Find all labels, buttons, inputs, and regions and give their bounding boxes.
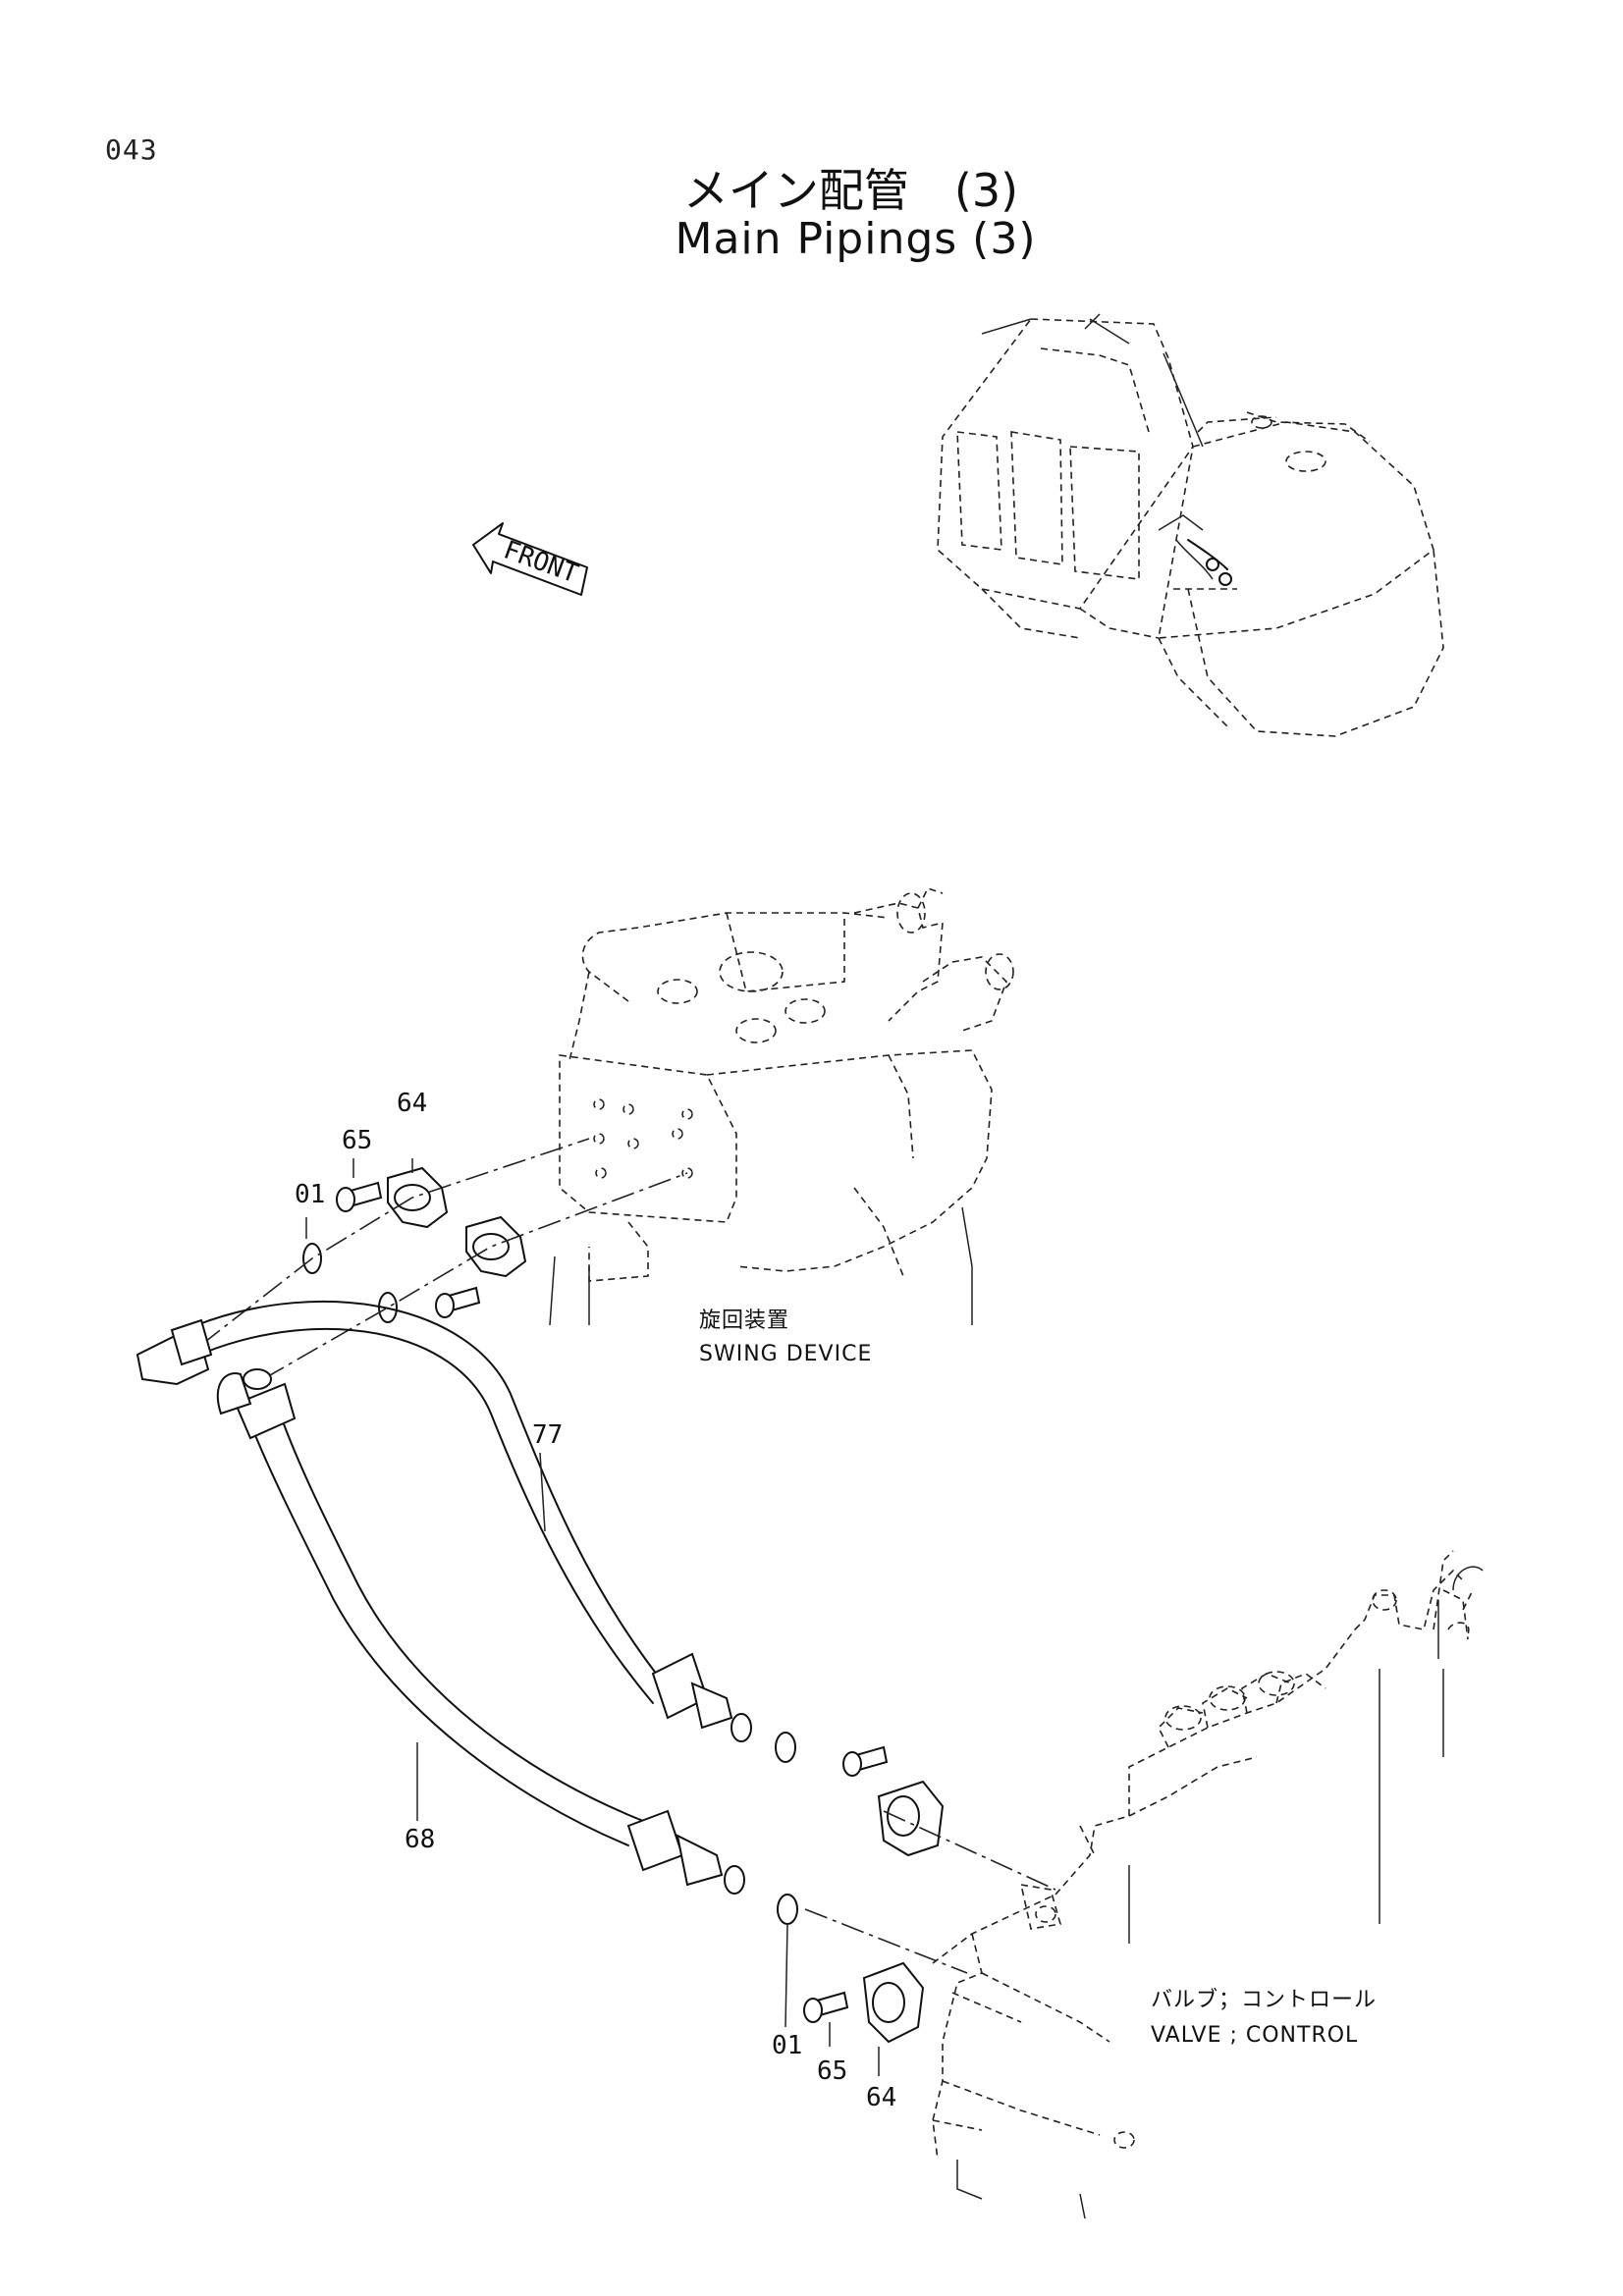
- part-label-64-lower: 64: [866, 2083, 896, 2112]
- control-valve-drawing: [932, 1550, 1484, 2219]
- upper-fittings: [200, 1138, 688, 1380]
- swing-device-drawing: [549, 887, 1014, 1326]
- swing-device-label-en: SWING DEVICE: [699, 1342, 872, 1366]
- swing-device-callout: 旋回装置 SWING DEVICE: [699, 1308, 872, 1366]
- front-direction-arrow: FRONT: [472, 522, 588, 596]
- swing-device-label-jp: 旋回装置: [699, 1308, 789, 1333]
- part-label-68: 68: [405, 1825, 435, 1854]
- part-number-labels: 64 65 01 77 68 01 65 64: [295, 1089, 896, 2112]
- part-label-01-lower: 01: [772, 2031, 802, 2060]
- title-japanese: メイン配管 (3): [682, 164, 1019, 217]
- control-valve-label-en: VALVE ; CONTROL: [1151, 2023, 1358, 2048]
- part-label-64-upper: 64: [397, 1089, 427, 1118]
- page-number: 043: [105, 133, 158, 166]
- part-label-01-upper: 01: [295, 1180, 325, 1209]
- part-label-65-upper: 65: [342, 1126, 372, 1155]
- part-label-65-lower: 65: [817, 2056, 847, 2086]
- control-valve-callout: バルブ；コントロール VALVE ; CONTROL: [1151, 1988, 1377, 2048]
- hose-assemblies: [135, 1301, 798, 1925]
- lower-fittings: [784, 1745, 1056, 2076]
- title-english: Main Pipings (3): [675, 214, 1037, 264]
- excavator-overview: [937, 313, 1444, 737]
- part-label-77: 77: [532, 1420, 563, 1450]
- front-arrow-label: FRONT: [500, 535, 582, 589]
- control-valve-label-jp: バルブ；コントロール: [1151, 1988, 1377, 2012]
